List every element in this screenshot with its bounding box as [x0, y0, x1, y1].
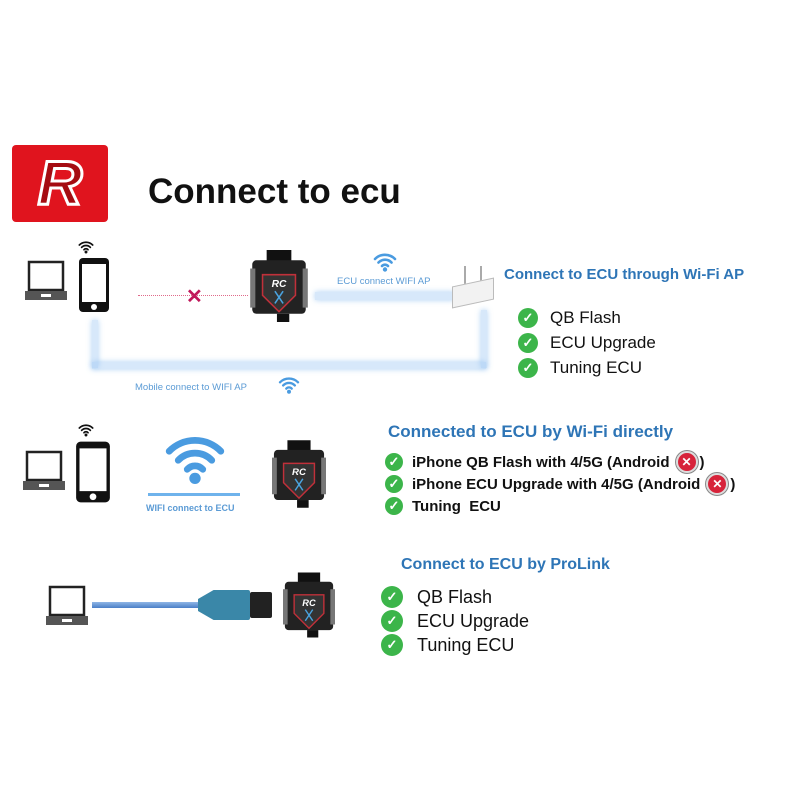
feature-list: ✓ QB Flash ✓ ECU Upgrade ✓ Tuning ECU — [518, 305, 656, 380]
feature-list: ✓ iPhone QB Flash with 4/5G (Android ✕) ✓ i… — [385, 451, 735, 517]
wifi-icon — [78, 423, 94, 437]
check-icon: ✓ — [385, 497, 403, 515]
ecu-connect-label: ECU connect WIFI AP — [337, 276, 431, 287]
feature-list: ✓ QB Flash ✓ ECU Upgrade ✓ Tuning ECU — [381, 585, 529, 657]
check-icon: ✓ — [518, 332, 538, 353]
item-label: Tuning ECU — [550, 357, 642, 377]
list-item: ✓ QB Flash — [381, 585, 529, 609]
brand-logo: R — [12, 145, 108, 222]
check-icon: ✓ — [385, 453, 403, 471]
list-item: ✓ iPhone ECU Upgrade with 4/5G (Android ✕) — [385, 473, 735, 495]
phone-icon — [78, 257, 110, 313]
ecu-device — [250, 250, 308, 322]
laptop-icon — [45, 585, 89, 629]
item-label: QB Flash — [550, 307, 621, 327]
list-item: ✓ iPhone QB Flash with 4/5G (Android ✕) — [385, 451, 735, 473]
check-icon: ✓ — [385, 475, 403, 493]
check-icon: ✓ — [518, 357, 538, 378]
prolink-cable — [92, 602, 202, 608]
page-title: Connect to ecu — [148, 172, 401, 211]
wifi-icon — [78, 240, 94, 254]
mobile-wifi-path-up — [481, 310, 487, 368]
item-label: ECU Upgrade — [550, 332, 656, 352]
check-icon: ✓ — [518, 307, 538, 328]
logo-letter: R — [36, 148, 84, 220]
check-icon: ✓ — [381, 586, 403, 608]
item-suffix: ) — [699, 453, 705, 471]
phone-icon — [75, 440, 111, 504]
list-item: ✓ ECU Upgrade — [381, 609, 529, 633]
item-label: QB Flash — [417, 586, 493, 607]
item-label: iPhone QB Flash with 4/5G (Android — [412, 453, 670, 471]
blocked-link-line — [138, 295, 248, 296]
item-suffix: ) — [730, 475, 736, 493]
section-heading-prolink: Connect to ECU by ProLink — [401, 556, 610, 573]
list-item: ✓ Tuning ECU — [518, 355, 656, 380]
item-label: ECU Upgrade — [417, 610, 530, 631]
wifi-icon — [278, 376, 300, 394]
item-label: Tuning ECU — [417, 634, 515, 655]
laptop-icon — [24, 260, 68, 304]
section-heading-wifi-direct: Connected to ECU by Wi-Fi directly — [388, 422, 674, 441]
mobile-connect-label: Mobile connect to WIFI AP — [135, 382, 247, 393]
mobile-wifi-path-down — [92, 320, 98, 368]
wifi-link-line — [148, 493, 240, 496]
not-supported-icon: ✕ — [675, 451, 698, 473]
list-item: ✓ ECU Upgrade — [518, 330, 656, 355]
laptop-icon — [22, 450, 66, 494]
ecu-device — [283, 570, 335, 640]
check-icon: ✓ — [381, 610, 403, 632]
ecu-device — [272, 440, 326, 508]
blocked-x-icon: ✕ — [186, 286, 203, 308]
wifi-icon — [373, 252, 397, 272]
check-icon: ✓ — [381, 634, 403, 656]
router-icon — [450, 266, 496, 310]
ecu-wifi-link — [315, 292, 455, 300]
section-heading-wifi-ap: Connect to ECU through Wi-Fi AP — [504, 266, 745, 283]
connector-plug — [250, 592, 272, 618]
not-supported-icon: ✕ — [706, 473, 729, 495]
item-label: iPhone ECU Upgrade with 4/5G (Android — [412, 475, 701, 493]
wifi-connect-label: WIFI connect to ECU — [146, 503, 235, 513]
list-item: ✓ Tuning ECU — [381, 633, 529, 657]
wifi-large-icon — [164, 433, 226, 485]
list-item: ✓ Tuning ECU — [385, 495, 735, 517]
list-item: ✓ QB Flash — [518, 305, 656, 330]
mobile-wifi-path — [92, 362, 486, 369]
prolink-connector — [198, 590, 250, 620]
item-label: Tuning ECU — [412, 497, 501, 515]
